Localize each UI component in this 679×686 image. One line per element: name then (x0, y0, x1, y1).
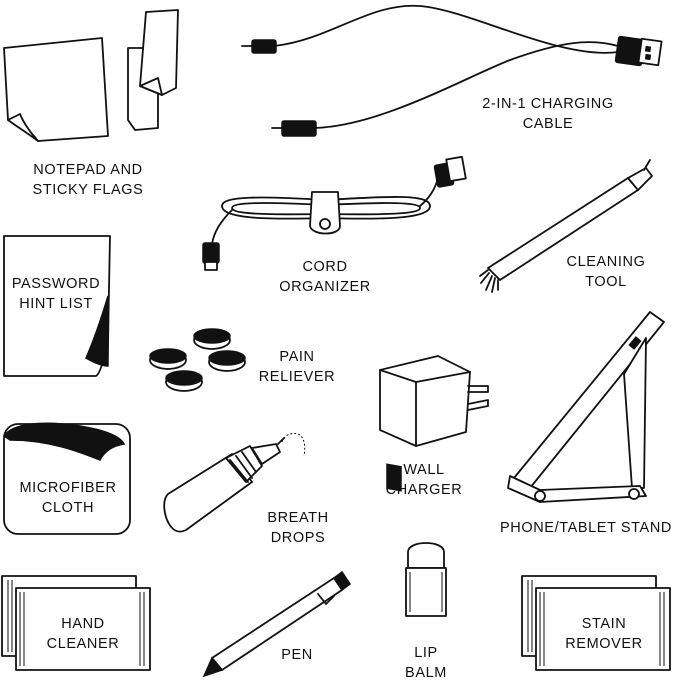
label-cord-organizer: CORD ORGANIZER (279, 259, 371, 295)
label-hand-cleaner: HAND CLEANER (46, 616, 120, 652)
cord-organizer-icon (202, 155, 467, 271)
pain-reliever-icon (149, 328, 246, 392)
label-password-list: PASSWORD HINT LIST (11, 276, 101, 312)
pen-icon (202, 570, 352, 678)
label-wall-charger: WALL CHARGER (385, 462, 463, 498)
label-stain-remover: STAIN REMOVER (565, 616, 643, 652)
label-breath-drops: BREATH DROPS (267, 510, 329, 546)
label-pain-reliever: PAIN RELIEVER (258, 349, 336, 385)
label-pen: PEN (281, 647, 313, 663)
label-lip-balm: LIP BALM (405, 645, 447, 681)
label-microfiber-cloth: MICROFIBER CLOTH (19, 480, 117, 516)
charging-cable-icon (241, 4, 663, 137)
hand-cleaner-icon (1, 575, 151, 671)
microfiber-cloth-icon (2, 422, 131, 535)
password-list-icon (3, 235, 111, 377)
phone-stand-icon (507, 311, 665, 503)
breath-drops-icon (163, 433, 306, 533)
sticky-flags-icon (127, 9, 179, 131)
notepad-icon (3, 37, 109, 142)
label-phone-stand: PHONE/TABLET STAND (500, 520, 672, 536)
stain-remover-icon (521, 575, 671, 671)
lip-balm-icon (405, 542, 447, 617)
label-notepad: NOTEPAD AND STICKY FLAGS (32, 162, 144, 198)
wall-charger-icon (379, 355, 489, 492)
cleaning-tool-icon (479, 159, 653, 293)
label-charging-cable: 2-IN-1 CHARGING CABLE (482, 96, 614, 132)
label-cleaning-tool: CLEANING TOOL (566, 254, 646, 290)
